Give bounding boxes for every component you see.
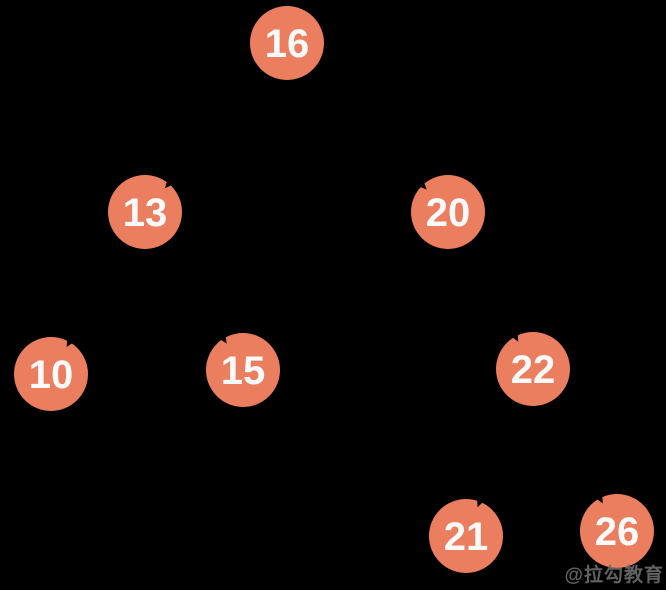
- tree-edge-arrowhead: [592, 490, 603, 504]
- tree-edge-line: [549, 401, 599, 494]
- tree-edge-16-20: [311, 69, 427, 190]
- tree-node-circle: [411, 175, 485, 249]
- tree-node-label: 10: [29, 353, 74, 397]
- tree-edge-16-13: [164, 70, 264, 189]
- tree-node-circle: [206, 333, 280, 407]
- tree-node-label: 26: [595, 510, 640, 554]
- tree-edge-line: [71, 243, 128, 338]
- tree-node-label: 20: [426, 191, 471, 235]
- tree-edge-arrowhead: [66, 334, 78, 348]
- tree-node-16: 16: [250, 6, 324, 80]
- tree-edge-22-26: [549, 401, 603, 504]
- tree-edge-arrowhead: [476, 494, 488, 508]
- tree-edge-arrowhead: [414, 177, 427, 190]
- tree-edge-arrowhead: [215, 330, 227, 344]
- tree-edge-13-15: [163, 242, 227, 344]
- watermark: @拉勾教育: [564, 565, 664, 586]
- tree-edge-20-22: [464, 244, 519, 342]
- tree-node-21: 21: [429, 499, 503, 573]
- tree-node-circle: [496, 332, 570, 406]
- tree-node-10: 10: [14, 337, 88, 411]
- tree-node-13: 13: [108, 175, 182, 249]
- tree-node-label: 21: [444, 515, 489, 559]
- tree-node-20: 20: [411, 175, 485, 249]
- tree-node-22: 22: [496, 332, 570, 406]
- tree-node-label: 13: [123, 191, 168, 235]
- tree-node-circle: [250, 6, 324, 80]
- tree-edge-13-10: [66, 243, 128, 348]
- tree-node-label: 22: [511, 348, 556, 392]
- tree-node-26: 26: [580, 494, 654, 568]
- tree-edge-arrowhead: [164, 175, 177, 189]
- tree-edge-arrowhead: [507, 328, 519, 342]
- tree-edge-22-21: [476, 402, 521, 508]
- tree-node-15: 15: [206, 333, 280, 407]
- tree-node-label: 15: [221, 349, 266, 393]
- tree-edge-line: [171, 70, 264, 180]
- tree-edge-line: [481, 402, 521, 497]
- tree-node-circle: [108, 175, 182, 249]
- tree-node-label: 16: [265, 22, 310, 66]
- tree-edge-line: [464, 244, 514, 332]
- tree-edge-line: [311, 69, 420, 182]
- tree-node-circle: [580, 494, 654, 568]
- tree-node-circle: [14, 337, 88, 411]
- tree-edge-line: [163, 242, 222, 334]
- tree-node-circle: [429, 499, 503, 573]
